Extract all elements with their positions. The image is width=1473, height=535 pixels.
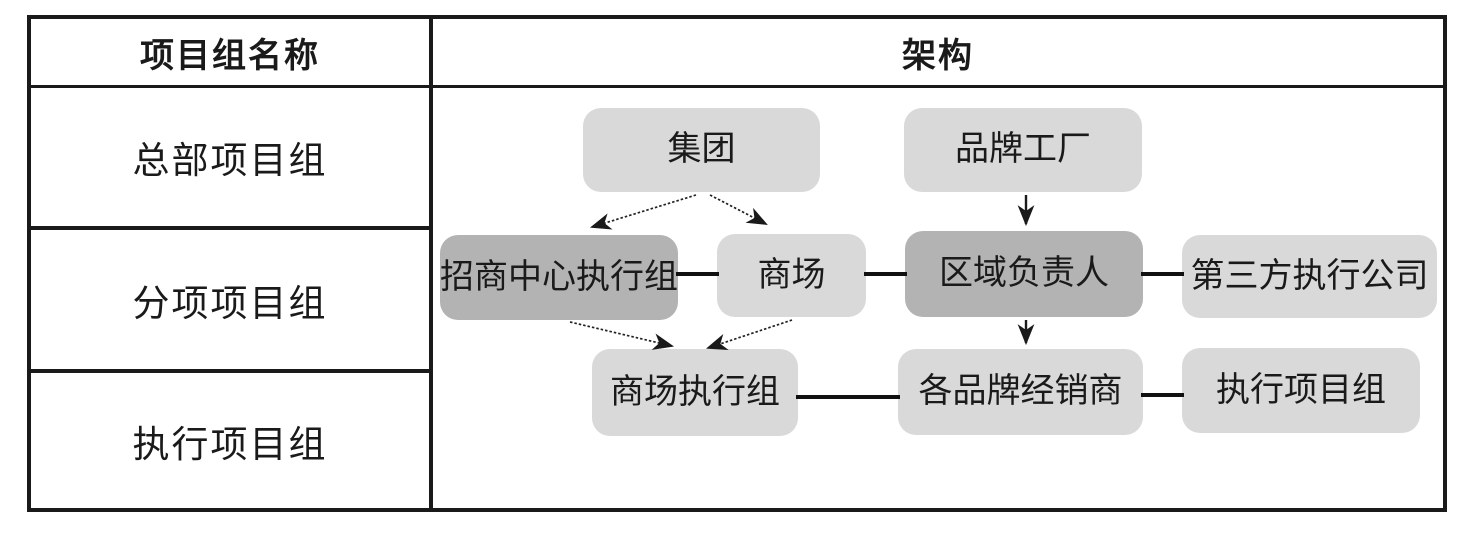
header-row-divider bbox=[27, 85, 1447, 88]
node-investment-center-exec: 招商中心执行组 bbox=[440, 235, 678, 320]
column-divider bbox=[429, 15, 433, 512]
header-architecture: 架构 bbox=[902, 36, 974, 75]
node-brand-factory: 品牌工厂 bbox=[904, 108, 1142, 192]
node-mall: 商场 bbox=[717, 234, 866, 317]
row-label-execution-group: 执行项目组 bbox=[132, 424, 328, 466]
node-mall-exec-group: 商场执行组 bbox=[592, 349, 798, 436]
table-outer-border bbox=[27, 15, 1447, 512]
row-label-subitem-group: 分项项目组 bbox=[132, 283, 328, 325]
row-divider-2 bbox=[27, 369, 433, 373]
row-divider-1 bbox=[27, 226, 433, 230]
node-brand-dealers: 各品牌经销商 bbox=[898, 349, 1143, 435]
header-project-group-name: 项目组名称 bbox=[140, 36, 320, 75]
node-third-party-company: 第三方执行公司 bbox=[1182, 235, 1437, 318]
row-label-headquarters-group: 总部项目组 bbox=[132, 141, 328, 182]
node-exec-project-group: 执行项目组 bbox=[1182, 348, 1420, 433]
node-group: 集团 bbox=[583, 108, 820, 192]
node-regional-manager: 区域负责人 bbox=[905, 231, 1143, 317]
